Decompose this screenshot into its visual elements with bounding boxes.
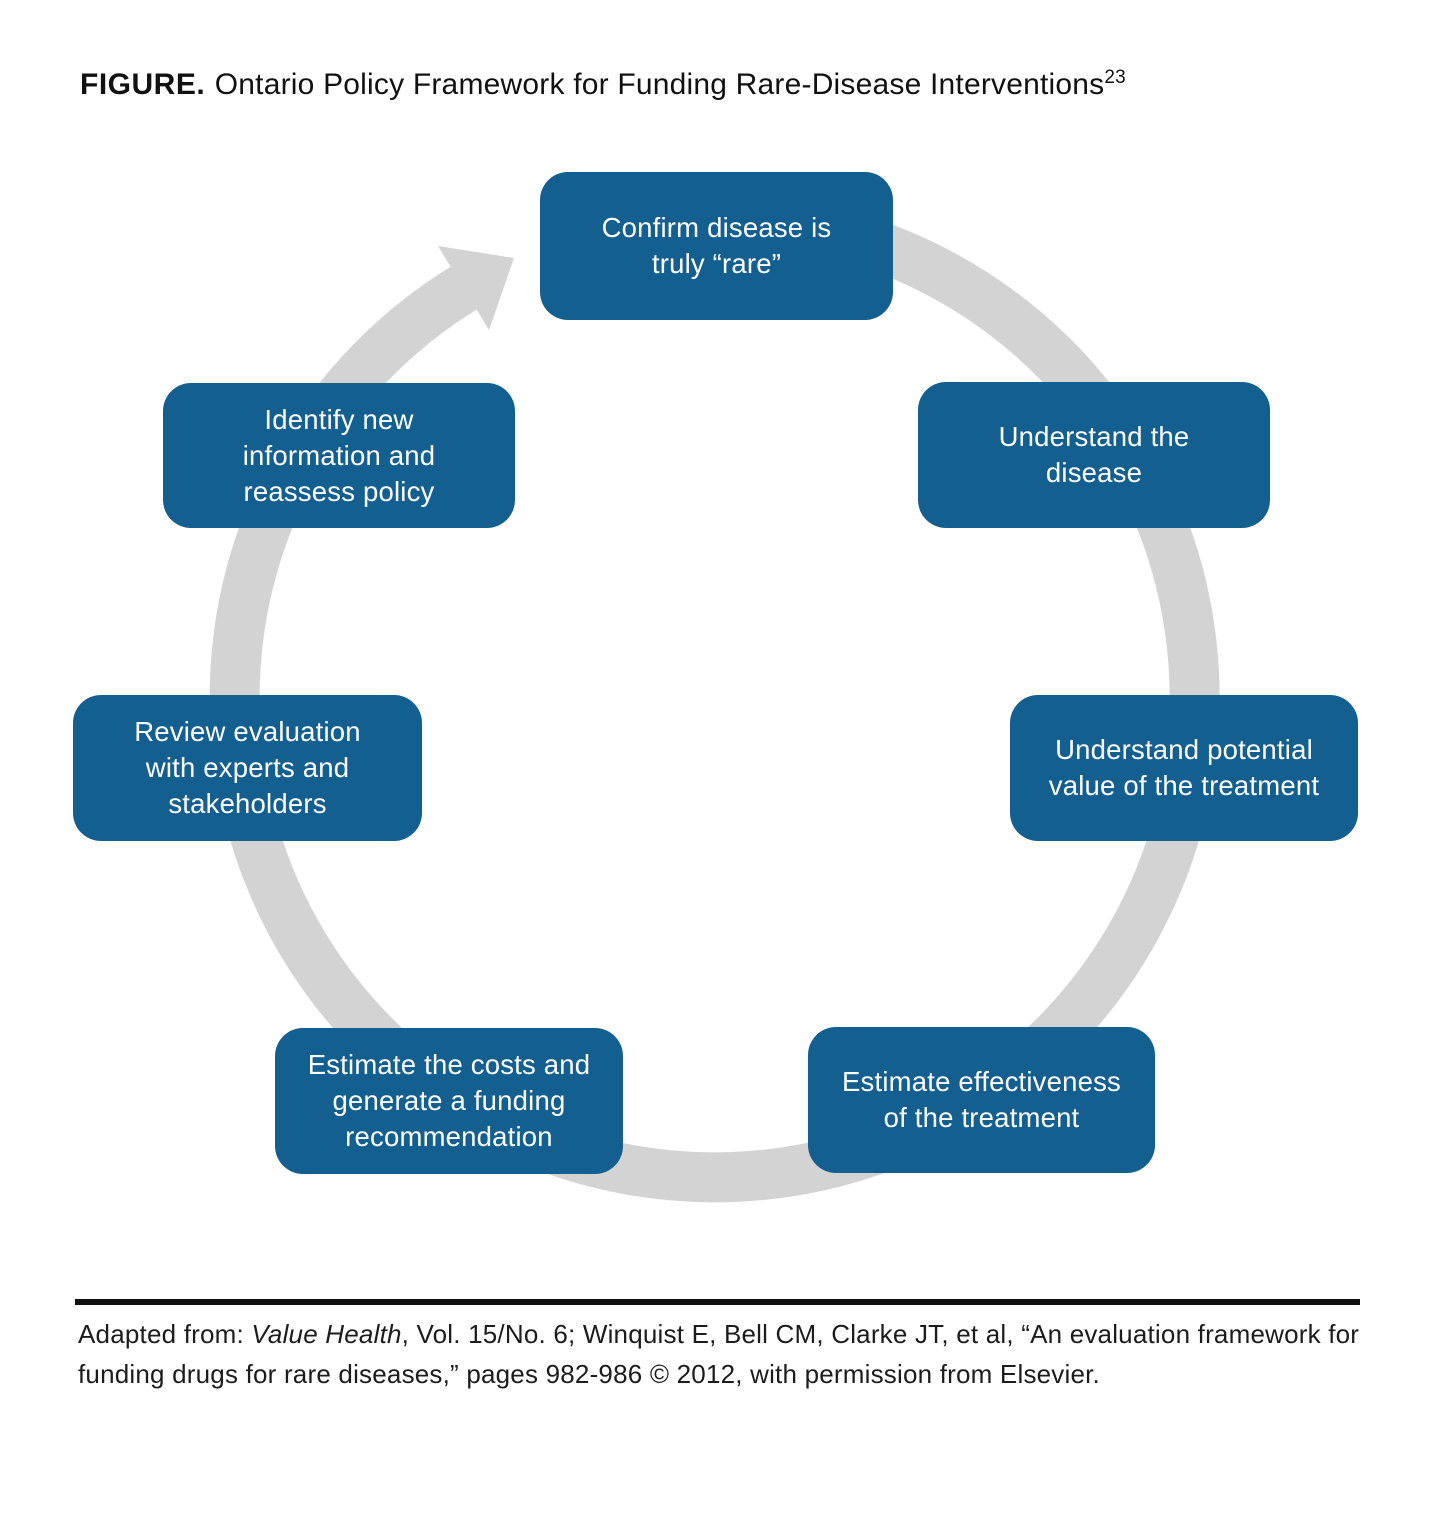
step-confirm-disease-rare: Confirm disease is truly “rare”	[540, 172, 893, 320]
step-label: Understand potential value of the treatm…	[1048, 734, 1320, 801]
figure-title: FIGURE.Ontario Policy Framework for Fund…	[80, 68, 1126, 102]
step-identify-new-information: Identify new information and reassess po…	[163, 383, 515, 528]
step-understand-potential-value: Understand potential value of the treatm…	[1010, 695, 1358, 841]
divider-rule	[75, 1299, 1360, 1305]
step-label: Review evaluation with experts and stake…	[134, 716, 361, 819]
cycle-arrowhead-icon	[438, 246, 514, 330]
step-label: Identify new information and reassess po…	[242, 403, 436, 507]
citation-text: , Vol. 15/No. 6; Winquist E, Bell CM, Cl…	[78, 1319, 1360, 1389]
step-estimate-costs-recommendation: Estimate the costs and generate a fundin…	[275, 1028, 623, 1174]
figure-label: FIGURE.	[80, 68, 206, 101]
step-understand-disease: Understand the disease	[918, 382, 1270, 528]
step-label: Estimate the costs and generate a fundin…	[307, 1049, 591, 1152]
step-review-evaluation: Review evaluation with experts and stake…	[73, 695, 422, 841]
figure-reference-superscript: 23	[1104, 67, 1126, 88]
step-label: Confirm disease is truly “rare”	[601, 212, 832, 279]
step-estimate-effectiveness: Estimate effectiveness of the treatment	[808, 1027, 1155, 1173]
citation: Adapted from: Value Health, Vol. 15/No. …	[78, 1314, 1378, 1394]
citation-prefix: Adapted from:	[78, 1319, 252, 1349]
citation-journal-italic: Value Health	[251, 1319, 402, 1349]
step-label: Estimate effectiveness of the treatment	[841, 1066, 1122, 1133]
figure-title-text: Ontario Policy Framework for Funding Rar…	[214, 68, 1105, 101]
step-label: Understand the disease	[998, 421, 1190, 488]
